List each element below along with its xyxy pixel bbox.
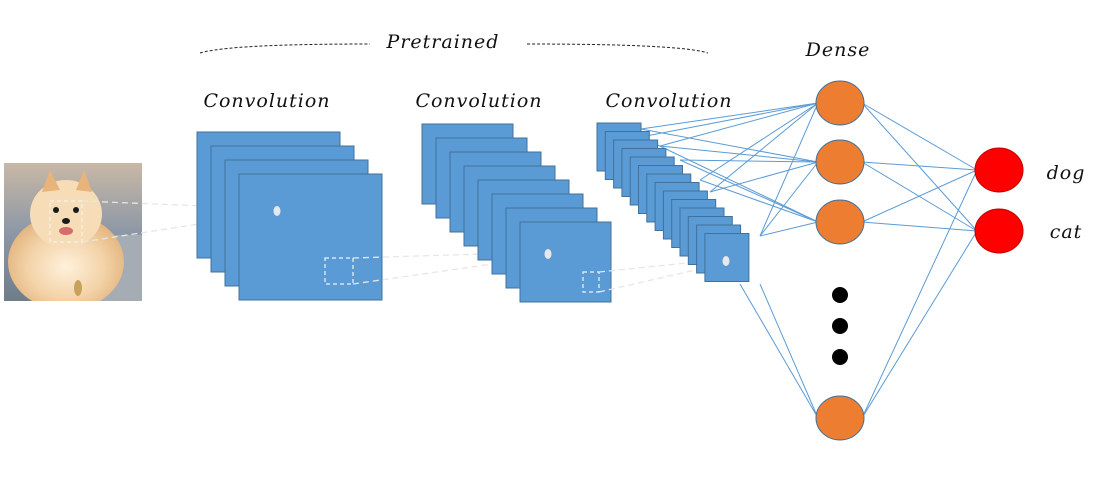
conv1-feature-map [238,173,383,301]
output-layer [974,147,1024,254]
output-label-dog: dog [1047,162,1086,184]
connection-line [679,159,819,223]
connection-line [759,161,819,237]
pretrained-bracket-right [526,43,709,54]
connection-line [861,102,978,232]
dense-label: Dense [805,39,871,61]
conv3-label: Convolution [605,90,732,112]
dense-node [815,199,865,245]
connection-line [861,169,978,223]
conv2-activation-point [544,249,552,259]
connection-line [640,128,819,163]
connection-line [759,283,819,419]
guide-conv2-conv3-bottom [598,262,727,293]
connection-line [861,102,978,171]
connection-line [861,221,978,232]
pretrained-bracket-left [199,43,371,54]
input-dog-photo [4,163,142,301]
dense-node [815,395,865,441]
connection-line [709,102,819,193]
dense-node [815,139,865,185]
conv2-receptive-field [582,271,600,293]
dense-connections [640,102,978,419]
conv1-label: Convolution [203,90,330,112]
conv2-feature-maps [421,123,612,303]
connection-line [861,230,978,419]
conv1-receptive-field [324,257,354,285]
connection-line [861,169,978,419]
conv3-activation-point [722,256,730,266]
connection-line [659,102,819,147]
output-node [974,147,1024,193]
ellipsis-dot [832,287,848,303]
connection-line [640,102,819,138]
connection-line [699,102,819,181]
conv2-feature-map [519,221,612,303]
dense-node [815,80,865,126]
conv1-feature-maps [196,131,383,301]
guide-conv2-conv3-top [598,258,727,273]
connection-line [699,179,819,223]
output-label-cat: cat [1050,221,1083,243]
pretrained-label: Pretrained [386,31,500,53]
conv1-activation-point [273,206,281,216]
output-node [974,208,1024,254]
dense-layer [815,80,865,441]
connection-line [861,161,978,171]
connection-line [640,136,819,223]
connection-line [759,221,819,237]
connection-line [679,159,819,163]
connection-line [640,102,819,130]
connection-line [759,102,819,237]
connection-line [739,283,819,419]
connection-line [709,161,819,193]
ellipsis-dot [832,318,848,334]
conv2-label: Convolution [415,90,542,112]
ellipsis-dot [832,349,848,365]
